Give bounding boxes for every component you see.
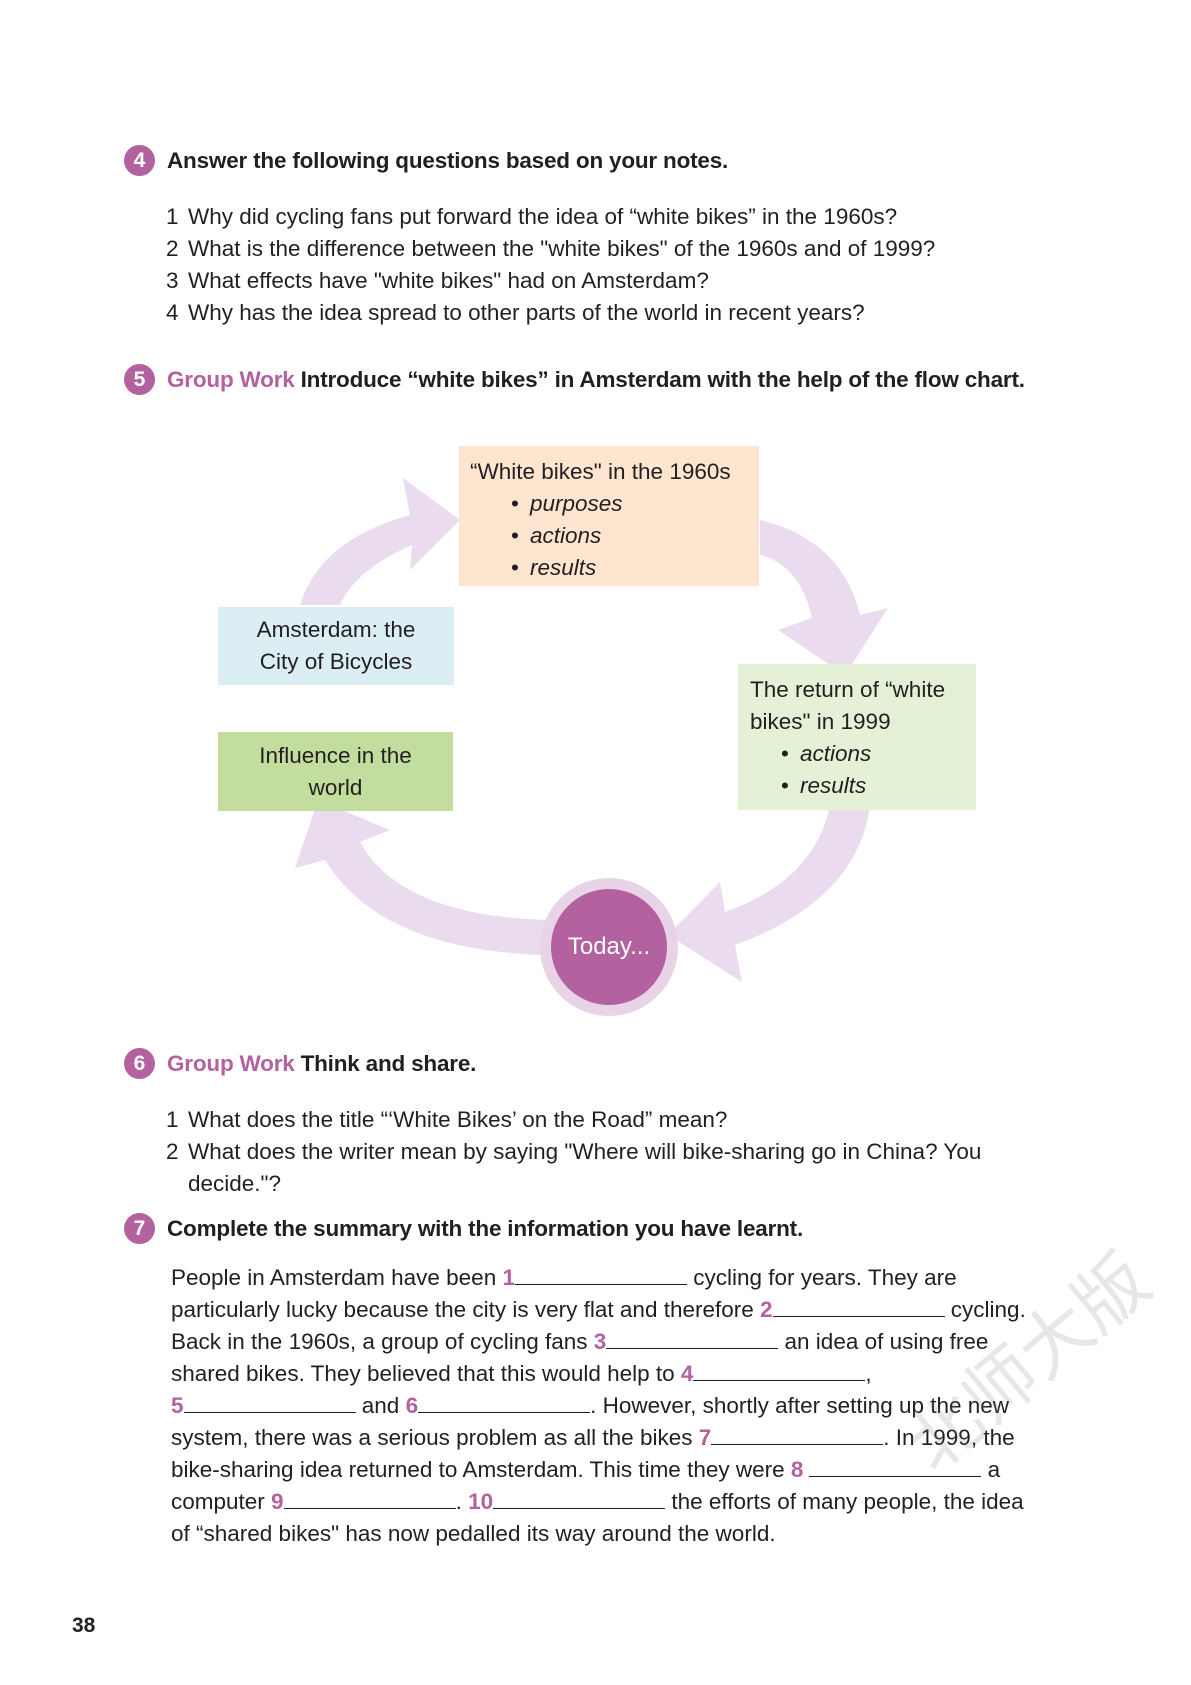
- section-heading: Answer the following questions based on …: [167, 147, 729, 173]
- blank-6[interactable]: [418, 1411, 591, 1413]
- arrow-top-right: [760, 520, 888, 675]
- section-number-badge: 7: [124, 1213, 155, 1244]
- blank-3[interactable]: [606, 1347, 779, 1349]
- bullet-item: •results: [511, 555, 597, 580]
- bullet-item: •results: [781, 773, 867, 798]
- section-number-badge: 5: [124, 364, 155, 395]
- section-heading: Introduce “white bikes” in Amsterdam wit…: [300, 366, 1025, 392]
- page-number: 38: [72, 1614, 96, 1637]
- section-4-header: 4 Answer the following questions based o…: [124, 145, 728, 176]
- blank-2[interactable]: [772, 1315, 945, 1317]
- section-number-badge: 4: [124, 145, 155, 176]
- summary-paragraph: People in Amsterdam have been 1 cycling …: [171, 1265, 1026, 1546]
- section-heading: Think and share.: [300, 1050, 477, 1076]
- bullet-item: •actions: [511, 523, 602, 548]
- blank-9[interactable]: [283, 1507, 456, 1509]
- blank-4[interactable]: [693, 1379, 866, 1381]
- section-7-header: 7 Complete the summary with the informat…: [124, 1213, 803, 1244]
- group-work-tag: Group Work: [167, 366, 295, 392]
- blank-7[interactable]: [711, 1443, 884, 1445]
- flow-box-1960s: “White bikes" in the 1960s •purposes •ac…: [459, 446, 759, 586]
- flow-circle-today: Today...: [540, 878, 678, 1016]
- flow-box-influence: Influence in the world: [218, 732, 453, 811]
- blank-8[interactable]: [809, 1475, 982, 1477]
- blank-10[interactable]: [493, 1507, 666, 1509]
- arrow-bottom-left: [295, 800, 545, 955]
- bullet-item: •purposes: [511, 491, 623, 516]
- flow-box-1999: The return of “white bikes" in 1999 •act…: [738, 664, 976, 810]
- blank-5[interactable]: [183, 1411, 356, 1413]
- section-number-badge: 6: [124, 1048, 155, 1079]
- blank-1[interactable]: [514, 1283, 687, 1285]
- flow-box-city-of-bicycles: Amsterdam: the City of Bicycles: [218, 607, 454, 685]
- arrow-top-left: [300, 478, 460, 605]
- arrow-bottom-right: [668, 805, 870, 982]
- group-work-tag: Group Work: [167, 1050, 295, 1076]
- bullet-item: •actions: [781, 741, 872, 766]
- section-heading: Complete the summary with the informatio…: [167, 1215, 804, 1241]
